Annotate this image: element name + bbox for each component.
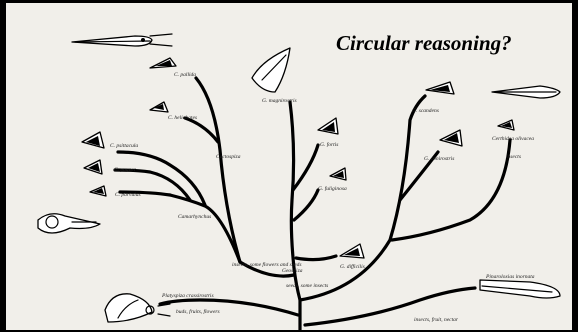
- slide-title: Circular reasoning?: [336, 31, 512, 55]
- c-heliobates-branch: [185, 118, 218, 142]
- g-difficilis-beak-icon: [340, 244, 364, 258]
- label-c-parvulus: C. parvulus: [115, 192, 141, 198]
- label-camarhynchus: Camarhynchus: [178, 214, 211, 220]
- geospiza-main-branch: [290, 102, 294, 268]
- c-pallida-branch: [196, 78, 240, 262]
- g-fortis-branch: [293, 145, 318, 190]
- g-magnirostris-beak-icon: [252, 48, 290, 92]
- label-insects-right: insects: [506, 154, 521, 160]
- g-fuliginosa-branch: [294, 190, 318, 220]
- c-psittacula-beak-icon: [82, 132, 104, 148]
- certhidea-beak-icon: [498, 120, 514, 130]
- g-fortis-beak-icon: [318, 118, 338, 134]
- g-difficilis-branch: [296, 256, 336, 260]
- label-g-conirostris: G. conirostris: [424, 156, 454, 162]
- label-c-psittacula: C. psittacula: [110, 143, 138, 149]
- label-insects-fruit-nectar: insects, fruit, nectar: [414, 316, 459, 323]
- label-seeds-some-insects: seeds, some insects: [286, 283, 328, 289]
- g-scandens-beak-icon: [426, 82, 454, 94]
- label-g-scandens: G. scandens: [412, 108, 439, 114]
- c-pallida-beak-icon: [150, 58, 176, 68]
- warbler-beak-icon: [492, 86, 560, 98]
- label-buds-fruit: buds, fruits, flowers: [176, 308, 220, 315]
- label-g-magnirostris: G. magnirostris: [262, 98, 297, 104]
- g-conirostris-beak-icon: [440, 130, 462, 146]
- label-pinaroloxias: Pinaroloxias inornata: [485, 274, 535, 280]
- label-g-fortis: G. fortis: [320, 141, 338, 148]
- pinaroloxias-beak-icon: [480, 280, 560, 298]
- c-parvulus-beak-icon: [90, 186, 106, 196]
- label-cactospiza: Cactospiza: [216, 154, 241, 160]
- c-heliobates-beak-icon: [150, 102, 168, 112]
- platyspiza-beak-icon: [105, 294, 170, 322]
- label-geospiza: Geospiza: [282, 268, 303, 274]
- label-g-fuliginosa: G. fuliginosa: [318, 185, 347, 192]
- label-g-difficilis: G. difficilis: [340, 263, 365, 270]
- label-c-pallida: C. pallida: [174, 72, 196, 78]
- label-platyspiza: Platyspiza crassirostris: [161, 293, 214, 299]
- label-c-heliobates: C. heliobates: [168, 115, 197, 121]
- beak-illustrations: [38, 34, 560, 322]
- label-certhidea: Certhidea olivacea: [492, 136, 534, 142]
- label-insects-some-flowers: insects, some flowers and seeds: [232, 261, 302, 268]
- label-c-pauper: C. pauper: [114, 167, 137, 173]
- parrot-beak-icon: [38, 214, 100, 233]
- g-fuliginosa-beak-icon: [330, 168, 346, 180]
- slender-beak-icon: [72, 34, 172, 46]
- c-pauper-beak-icon: [84, 160, 102, 174]
